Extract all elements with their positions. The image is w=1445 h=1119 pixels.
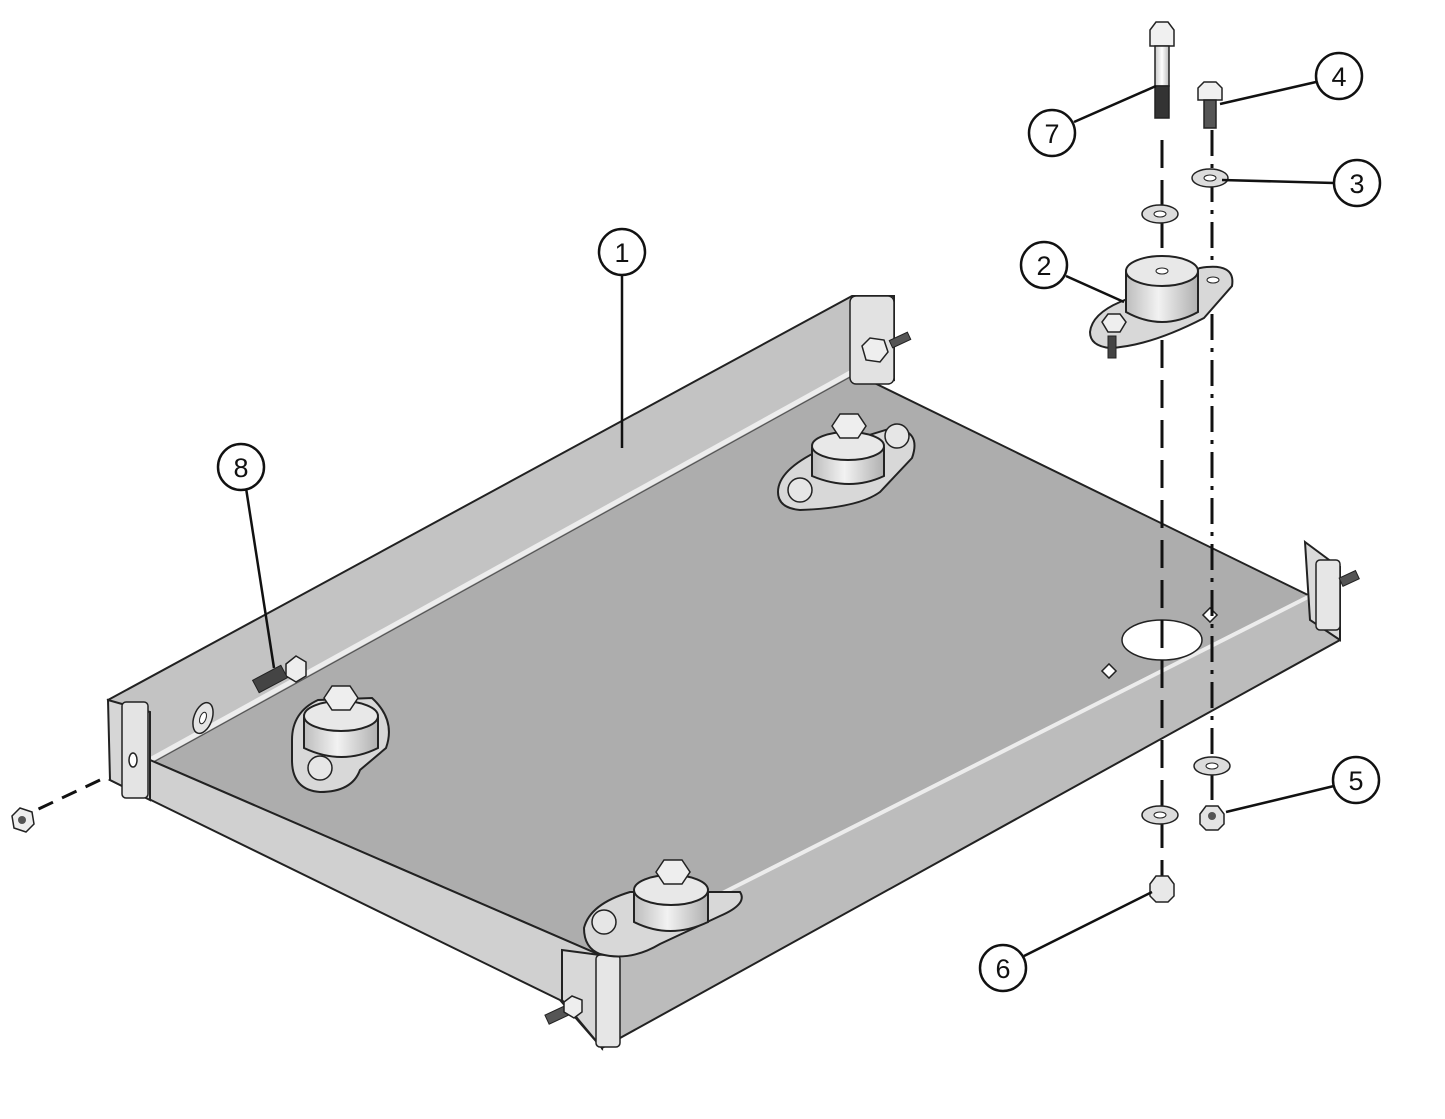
lock-nut bbox=[1199, 805, 1225, 831]
hex-nut bbox=[1149, 875, 1175, 903]
callout-7: 7 bbox=[1027, 84, 1157, 158]
wall-fastener-rear-right bbox=[861, 331, 912, 363]
callout-3: 3 bbox=[1221, 158, 1382, 208]
mount-bolt bbox=[1197, 81, 1223, 129]
callout-1-label: 1 bbox=[614, 238, 629, 268]
plate-mount-front bbox=[582, 859, 743, 958]
wall-fastener-front-right bbox=[1338, 569, 1360, 587]
callout-8-label: 8 bbox=[233, 453, 248, 483]
callout-4-label: 4 bbox=[1331, 62, 1346, 92]
washer-upper-right bbox=[1191, 168, 1229, 188]
washer-lower-right bbox=[1193, 756, 1231, 776]
long-bolt bbox=[1149, 21, 1175, 119]
callout-7-label: 7 bbox=[1044, 119, 1059, 149]
callout-5: 5 bbox=[1225, 755, 1381, 814]
washer-lower-center bbox=[1141, 805, 1179, 825]
plate-mount-left bbox=[291, 685, 390, 794]
stud-assembly bbox=[11, 655, 307, 833]
callout-5-label: 5 bbox=[1348, 766, 1363, 796]
vibration-mount bbox=[1088, 255, 1234, 359]
callout-8: 8 bbox=[216, 442, 276, 669]
wall-fastener-front-left bbox=[544, 995, 583, 1025]
plate-mount-rear bbox=[776, 413, 916, 512]
callout-2-label: 2 bbox=[1036, 251, 1051, 281]
callout-1: 1 bbox=[597, 227, 647, 448]
callout-4: 4 bbox=[1219, 51, 1364, 106]
base-plate bbox=[106, 295, 1341, 1051]
callout-6-label: 6 bbox=[995, 954, 1010, 984]
back-wall-rim bbox=[148, 369, 854, 763]
washer-upper-center bbox=[1141, 204, 1179, 224]
callout-3-label: 3 bbox=[1349, 169, 1364, 199]
callout-6: 6 bbox=[978, 890, 1153, 993]
callout-2: 2 bbox=[1019, 240, 1125, 304]
